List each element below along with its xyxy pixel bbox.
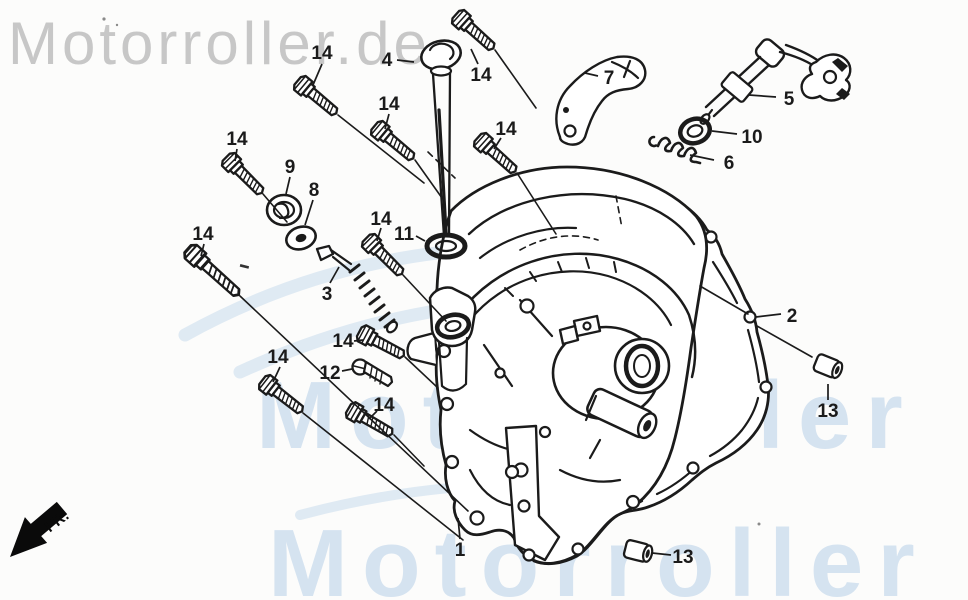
callout-label-14-7: 14 <box>378 94 400 115</box>
part-4-dipstick <box>420 39 462 238</box>
paper-specks <box>102 17 761 526</box>
part-9-grommet <box>265 193 303 227</box>
callout-leader-13 <box>376 227 382 242</box>
assembly-guide-lines <box>239 49 813 541</box>
callout-label-14-13: 14 <box>370 209 392 230</box>
callout-leader-8 <box>493 137 502 150</box>
callout-leader-1 <box>396 59 415 63</box>
callout-label-8-11: 8 <box>309 180 320 201</box>
part-8-washer <box>285 225 317 251</box>
part-11-o-ring <box>424 232 468 260</box>
callout-label-14-8: 14 <box>495 119 517 140</box>
callout-label-14-0: 14 <box>311 43 333 64</box>
callout-label-3-15: 3 <box>322 284 333 305</box>
callout-label-14-14: 14 <box>192 224 214 245</box>
callout-label-14-2: 14 <box>470 65 492 86</box>
callout-label-5-4: 5 <box>784 89 795 110</box>
bolt-14-f <box>180 240 247 303</box>
callout-leader-7 <box>384 113 390 130</box>
callout-leader-14 <box>200 243 205 257</box>
callout-leader-5 <box>711 130 738 135</box>
bolt-14-h <box>353 322 410 365</box>
part-13-dowel-pin-upper <box>812 353 844 380</box>
part-6-spring <box>648 135 702 165</box>
callout-leader-17 <box>341 368 353 372</box>
callout-leader-0 <box>312 63 323 86</box>
part-1-clutch-cover <box>406 151 708 565</box>
part-13-dowel-pin-lower <box>622 539 654 563</box>
callout-label-9-10: 9 <box>285 157 296 178</box>
callout-label-13-23: 13 <box>672 547 693 568</box>
callout-label-6-6: 6 <box>724 153 735 174</box>
callout-label-14-16: 14 <box>332 331 354 352</box>
callout-label-14-19: 14 <box>373 395 395 416</box>
bolt-14-a <box>290 72 344 122</box>
callout-leader-19 <box>368 410 378 420</box>
callout-leader-18 <box>272 366 281 383</box>
callout-leader-4 <box>748 94 777 98</box>
callout-leader-11 <box>304 199 314 226</box>
callout-leader-21 <box>755 313 782 318</box>
fr-direction-arrow: FR. <box>10 501 73 557</box>
callout-leader-10 <box>285 176 291 195</box>
part-12-screw <box>351 358 394 388</box>
callout-label-14-18: 14 <box>267 347 289 368</box>
callout-label-2-21: 2 <box>787 306 798 327</box>
callout-leader-23 <box>651 552 672 556</box>
callout-leader-2 <box>470 48 479 65</box>
callout-leader-3 <box>584 72 599 77</box>
callout-leader-9 <box>234 148 238 162</box>
part-3-adjuster-screw <box>315 244 399 334</box>
callout-label-4-1: 4 <box>382 50 393 71</box>
callout-leader-20 <box>457 517 461 540</box>
callout-label-7-3: 7 <box>604 68 615 89</box>
callout-label-13-22: 13 <box>817 401 838 422</box>
part-7-bracket <box>555 55 647 146</box>
callout-label-11-12: 11 <box>394 224 415 245</box>
callout-leader-16 <box>353 339 364 342</box>
watermark-header-text: Motorroller.de <box>8 10 431 77</box>
callout-leader-12 <box>415 235 426 242</box>
part-10-seal <box>678 116 712 146</box>
callout-leader-6 <box>689 154 715 161</box>
callout-label-10-5: 10 <box>741 127 762 148</box>
callout-label-14-9: 14 <box>226 129 248 150</box>
bolt-14-e <box>218 149 270 201</box>
callout-leader-15 <box>329 266 340 284</box>
part-5-gearshift-arm <box>699 38 852 125</box>
callout-label-1-20: 1 <box>455 540 466 561</box>
callout-label-12-17: 12 <box>319 363 340 384</box>
